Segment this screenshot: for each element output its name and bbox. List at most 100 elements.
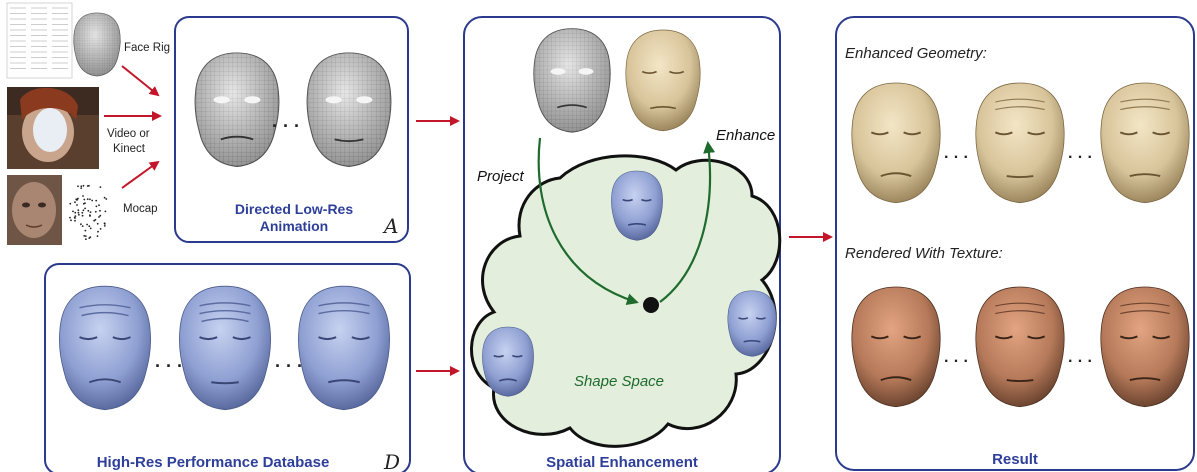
mocap-markers-image [69, 184, 108, 241]
result-texture-face-2 [975, 286, 1065, 408]
db-face-1 [58, 285, 152, 411]
db-face-3 [297, 285, 391, 411]
mocap-marker [81, 211, 84, 214]
mocap-marker [69, 202, 72, 205]
mocap-marker [77, 197, 79, 200]
mocap-marker [83, 235, 86, 237]
mocap-marker [74, 219, 76, 222]
mocap-marker [89, 227, 92, 230]
inputs-column: Face Rig Video or Kinect Mocap [6, 2, 170, 245]
result-texture-ellipsis-2: · · · [1068, 353, 1093, 370]
cloud-face-left [482, 326, 534, 397]
projected-wire-face [533, 28, 611, 133]
mocap-marker [82, 195, 84, 197]
mocap-marker [72, 210, 74, 213]
cloud-face-right [727, 290, 777, 357]
rendered-texture-label: Rendered With Texture: [845, 245, 1003, 262]
db-face-2 [178, 285, 272, 411]
shape-space-point [643, 297, 659, 313]
mocap-marker [103, 225, 106, 227]
animation-title-line2: Animation [260, 218, 328, 234]
result-geometry-face-1 [851, 82, 941, 204]
mocap-marker [95, 205, 98, 208]
arrow-rig-to-animation [121, 65, 160, 97]
enhanced-beige-face [625, 29, 701, 132]
result-geometry-face-2 [975, 82, 1065, 204]
mocap-marker [70, 219, 72, 222]
result-texture-ellipsis-1: · · · [944, 353, 969, 370]
mocap-marker [80, 185, 83, 188]
mocap-marker [77, 185, 79, 188]
mocap-marker [94, 210, 97, 213]
spatial-enhancement-box: Project Enhance Shape Space Spatial Enha… [463, 16, 782, 472]
mocap-marker [96, 222, 99, 225]
mocap-marker [99, 209, 101, 212]
result-texture-face-1 [851, 286, 941, 408]
enhanced-geometry-label: Enhanced Geometry: [845, 45, 987, 62]
mocap-marker [91, 199, 94, 202]
mocap-marker [74, 211, 77, 214]
mocap-marker [99, 228, 102, 230]
db-ellipsis-1: · · · [155, 356, 183, 376]
cloud-face-top [611, 170, 663, 241]
animation-title-line1: Directed Low-Res [235, 201, 353, 217]
mocap-marker [74, 215, 77, 218]
video-label-line2: Kinect [113, 143, 146, 155]
mocap-marker [75, 198, 78, 201]
mocap-marker [86, 223, 88, 226]
face-rig-label: Face Rig [124, 42, 170, 54]
mocap-marker [76, 204, 78, 206]
video-photo-image [7, 87, 99, 169]
wire-face-1 [194, 52, 280, 167]
mocap-marker [80, 223, 82, 226]
mocap-marker [89, 211, 92, 214]
mocap-marker [83, 198, 86, 201]
high-res-database-box: · · · · · · High-Res Performance Databas… [44, 263, 411, 472]
mocap-marker [74, 201, 76, 204]
result-geometry-ellipsis-1: · · · [944, 149, 969, 166]
enhance-arrow [659, 141, 716, 303]
db-ellipsis-2: · · · [275, 356, 303, 376]
mocap-marker [82, 184, 85, 187]
mocap-marker [78, 213, 80, 216]
mocap-marker [93, 219, 96, 222]
enhancement-title: Spatial Enhancement [546, 454, 698, 471]
mocap-marker [84, 207, 86, 210]
mocap-marker [89, 198, 91, 201]
mocap-marker [84, 229, 87, 232]
project-label: Project [477, 168, 525, 185]
animation-symbol: A [382, 214, 398, 238]
project-arrow [537, 137, 639, 306]
face-rig-sliders-image [6, 2, 73, 79]
mocap-marker [97, 230, 99, 233]
mocap-marker [103, 196, 106, 199]
mocap-marker [84, 235, 87, 238]
mocap-marker [88, 225, 91, 228]
result-geometry-face-3 [1100, 82, 1190, 204]
animation-ellipsis: · · · [272, 116, 300, 136]
mocap-marker [104, 223, 106, 225]
mocap-marker [95, 199, 98, 202]
mocap-marker [69, 216, 71, 219]
arrow-mocap-to-animation [121, 160, 160, 189]
mocap-marker [99, 214, 102, 217]
mocap-marker [80, 187, 83, 190]
mocap-marker [82, 202, 85, 205]
mocap-marker [96, 235, 99, 238]
mocap-marker [105, 198, 108, 200]
mocap-marker [99, 186, 102, 189]
mocap-marker [98, 216, 100, 218]
enhance-label: Enhance [716, 127, 775, 144]
result-geometry-ellipsis-2: · · · [1068, 149, 1093, 166]
database-title: High-Res Performance Database [97, 454, 330, 471]
mocap-marker [89, 214, 91, 217]
low-res-animation-box: · · · Directed Low-Res Animation A [174, 16, 409, 243]
mocap-marker [82, 209, 85, 212]
result-title: Result [992, 451, 1038, 468]
wire-face-2 [306, 52, 392, 167]
mocap-marker [77, 211, 80, 214]
result-box: Enhanced Geometry: · · · · · · Rendered … [835, 16, 1195, 471]
face-rig-head-image [73, 12, 121, 77]
mocap-marker [87, 209, 90, 212]
